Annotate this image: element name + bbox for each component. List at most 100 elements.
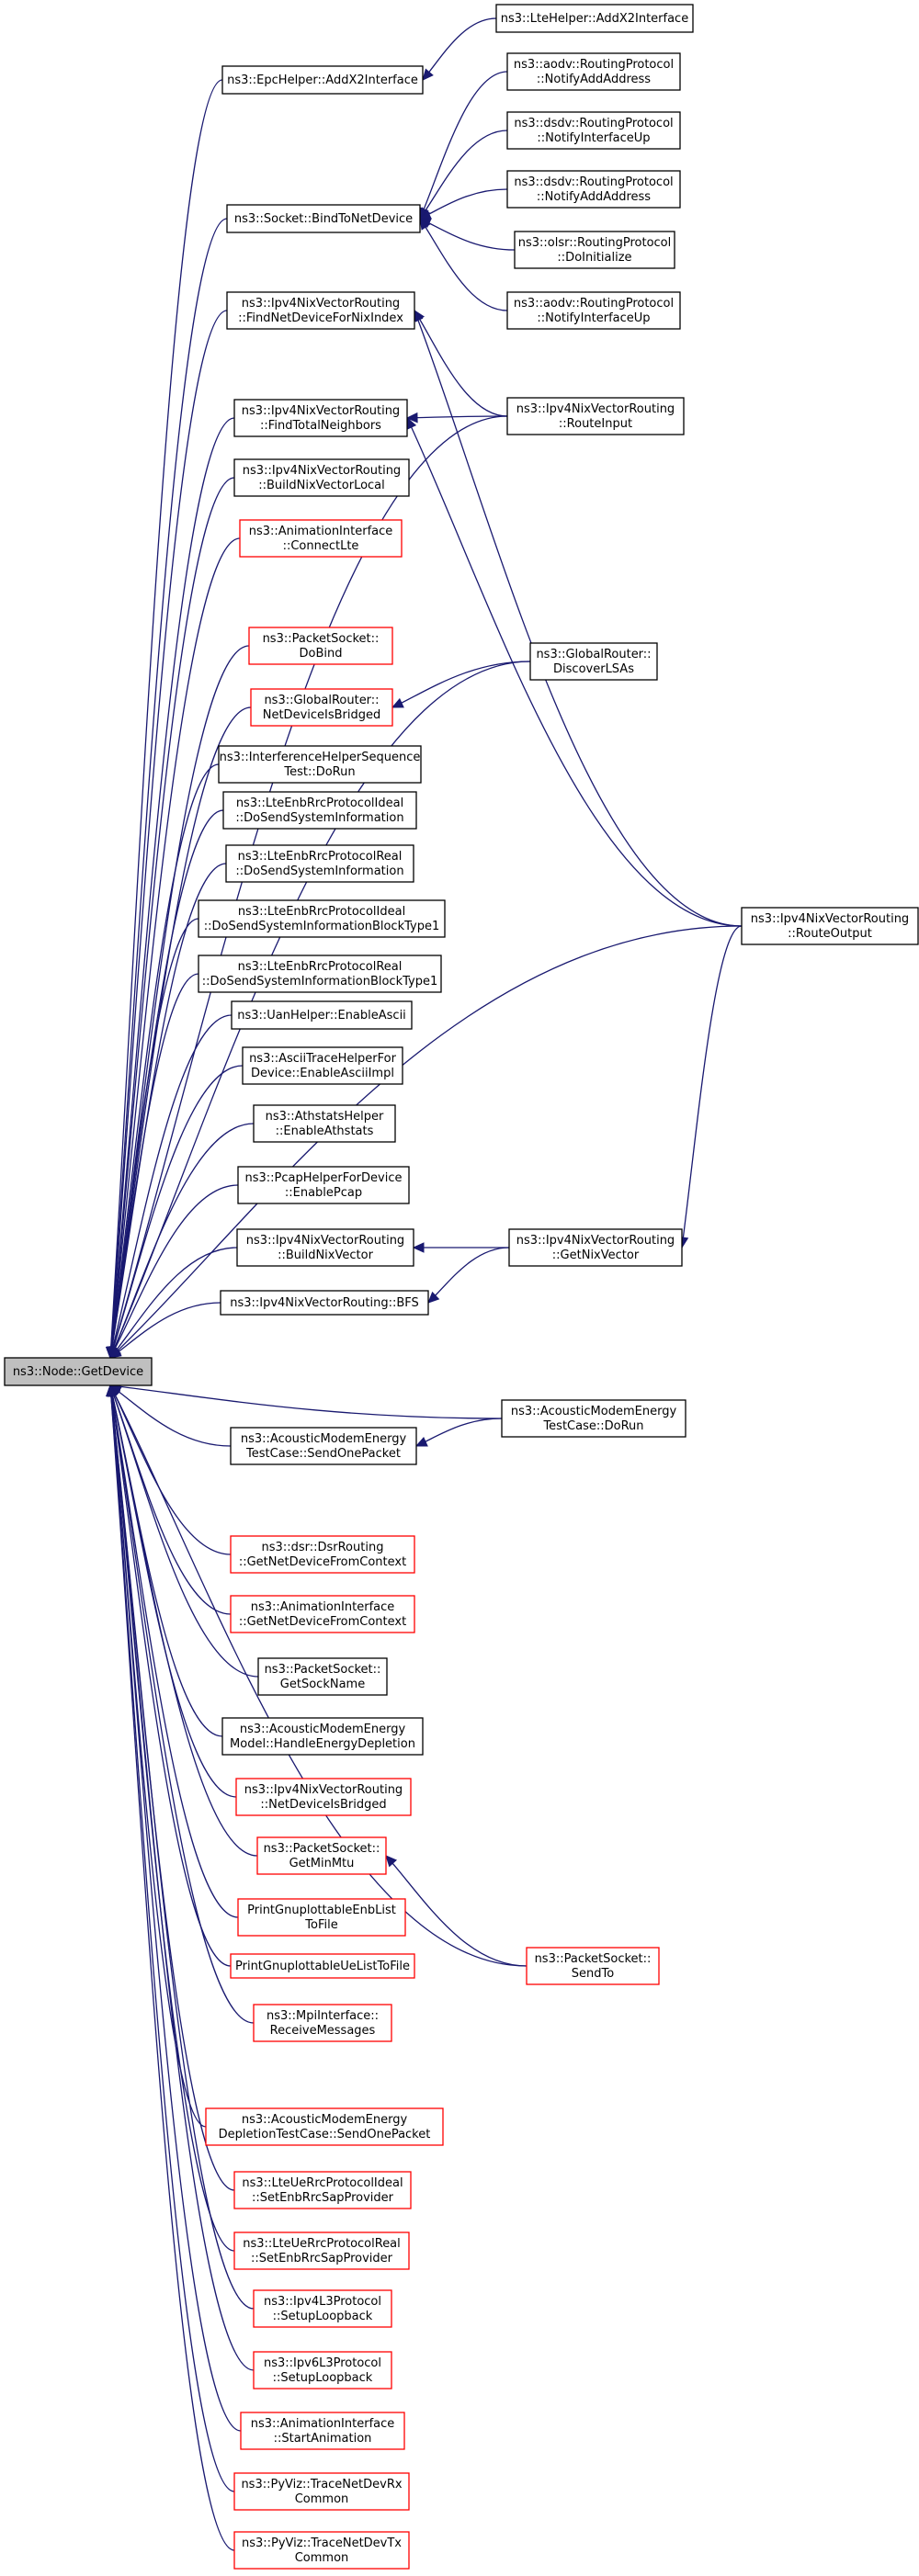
node-box-buildnix[interactable] [236,1228,414,1267]
node-ipv6l3[interactable]: ns3::Ipv6L3Protocol::SetupLoopback [253,2351,392,2390]
node-routeoutput[interactable]: ns3::Ipv4NixVectorRouting::RouteOutput [741,907,919,945]
node-aodv_notifyup[interactable]: ns3::aodv::RoutingProtocol::NotifyInterf… [506,291,681,330]
node-box-energydepletion[interactable] [221,1717,424,1756]
node-buildnix[interactable]: ns3::Ipv4NixVectorRouting::BuildNixVecto… [236,1228,414,1267]
node-box-nix_bridged[interactable] [235,1778,412,1816]
node-box-getdevice[interactable] [4,1357,153,1386]
node-dsdv_notifyadd[interactable]: ns3::dsdv::RoutingProtocol::NotifyAddAdd… [506,170,681,209]
node-sendto[interactable]: ns3::PacketSocket::SendTo [526,1947,660,1985]
node-getdevice[interactable]: ns3::Node::GetDevice [4,1357,153,1386]
node-dsr_getnet[interactable]: ns3::dsr::DsrRouting::GetNetDeviceFromCo… [230,1535,415,1574]
node-uanascii[interactable]: ns3::UanHelper::EnableAscii [231,1000,413,1030]
node-ipv4l3[interactable]: ns3::Ipv4L3Protocol::SetupLoopback [253,2289,392,2328]
node-box-aodv_notifyadd[interactable] [506,52,681,91]
node-getminmtu[interactable]: ns3::PacketSocket::GetMinMtu [256,1836,387,1875]
node-box-acoustic_send[interactable] [230,1427,417,1465]
node-box-routeoutput[interactable] [741,907,919,945]
node-box-epc_addx2[interactable] [221,65,424,95]
node-box-findtotal[interactable] [233,399,408,437]
node-box-interference[interactable] [218,745,422,784]
node-connectlte[interactable]: ns3::AnimationInterface::ConnectLte [239,519,403,558]
node-box-getsockname[interactable] [257,1657,388,1696]
node-ideal_block[interactable]: ns3::LteEnbRrcProtocolIdeal::DoSendSyste… [198,899,446,938]
node-epc_addx2[interactable]: ns3::EpcHelper::AddX2Interface [221,65,424,95]
node-box-asciitrace[interactable] [242,1046,403,1085]
node-anim_getnet[interactable]: ns3::AnimationInterface::GetNetDeviceFro… [230,1595,415,1633]
node-pcaphelper[interactable]: ns3::PcapHelperForDevice::EnablePcap [237,1166,410,1204]
node-box-dsdv_notifyup[interactable] [506,111,681,150]
node-ue_ideal[interactable]: ns3::LteUeRrcProtocolIdeal::SetEnbRrcSap… [233,2171,412,2209]
node-asciitrace[interactable]: ns3::AsciiTraceHelperForDevice::EnableAs… [242,1046,403,1085]
node-box-uanascii[interactable] [231,1000,413,1030]
node-box-anim_getnet[interactable] [230,1595,415,1633]
node-bfs[interactable]: ns3::Ipv4NixVectorRouting::BFS [220,1290,429,1316]
node-bindtonet[interactable]: ns3::Socket::BindToNetDevice [226,204,421,233]
node-box-ideal_dosend[interactable] [222,791,417,830]
node-box-getminmtu[interactable] [256,1836,387,1875]
node-box-athstats[interactable] [253,1104,396,1143]
node-depletion_send[interactable]: ns3::AcousticModemEnergyDepletionTestCas… [205,2107,444,2146]
node-findtotal[interactable]: ns3::Ipv4NixVectorRouting::FindTotalNeig… [233,399,408,437]
node-box-bfs[interactable] [220,1290,429,1316]
node-box-ue_real[interactable] [233,2231,410,2270]
node-box-buildlocal[interactable] [233,458,410,497]
node-box-ipv6l3[interactable] [253,2351,392,2390]
node-lte_addx2[interactable]: ns3::LteHelper::AddX2Interface [495,4,694,33]
node-box-discoverlsas[interactable] [529,642,658,681]
node-box-real_dosend[interactable] [225,844,414,883]
node-box-enblist[interactable] [237,1898,406,1937]
node-box-ideal_block[interactable] [198,899,446,938]
node-box-pyviz_tx[interactable] [233,2531,410,2570]
node-box-routeinput[interactable] [506,397,685,435]
node-box-olsr_doinit[interactable] [514,231,675,269]
node-box-sendto[interactable] [526,1947,660,1985]
node-box-real_block[interactable] [198,955,442,993]
node-box-findnetdev[interactable] [226,291,415,330]
node-dobind[interactable]: ns3::PacketSocket::DoBind [248,627,393,665]
node-box-pyviz_rx[interactable] [233,2472,410,2511]
node-energydepletion[interactable]: ns3::AcousticModemEnergyModel::HandleEne… [221,1717,424,1756]
node-box-pcaphelper[interactable] [237,1166,410,1204]
node-buildlocal[interactable]: ns3::Ipv4NixVectorRouting::BuildNixVecto… [233,458,410,497]
node-routeinput[interactable]: ns3::Ipv4NixVectorRouting::RouteInput [506,397,685,435]
node-startanim[interactable]: ns3::AnimationInterface::StartAnimation [240,2412,405,2450]
node-box-netdevbridged_gr[interactable] [250,688,393,727]
node-ue_real[interactable]: ns3::LteUeRrcProtocolReal::SetEnbRrcSapP… [233,2231,410,2270]
node-box-startanim[interactable] [240,2412,405,2450]
node-olsr_doinit[interactable]: ns3::olsr::RoutingProtocol::DoInitialize [514,231,675,269]
node-box-uelist[interactable] [230,1953,415,1979]
node-box-ue_ideal[interactable] [233,2171,412,2209]
node-box-dobind[interactable] [248,627,393,665]
node-box-dsdv_notifyadd[interactable] [506,170,681,209]
node-box-mpi[interactable] [253,2004,392,2042]
node-real_block[interactable]: ns3::LteEnbRrcProtocolReal::DoSendSystem… [198,955,442,993]
node-box-getnixvector[interactable] [508,1228,683,1267]
node-box-lte_addx2[interactable] [495,4,694,33]
node-box-connectlte[interactable] [239,519,403,558]
node-nix_bridged[interactable]: ns3::Ipv4NixVectorRouting::NetDeviceIsBr… [235,1778,412,1816]
node-box-ipv4l3[interactable] [253,2289,392,2328]
node-getnixvector[interactable]: ns3::Ipv4NixVectorRouting::GetNixVector [508,1228,683,1267]
node-aodv_notifyadd[interactable]: ns3::aodv::RoutingProtocol::NotifyAddAdd… [506,52,681,91]
node-netdevbridged_gr[interactable]: ns3::GlobalRouter::NetDeviceIsBridged [250,688,393,727]
node-mpi[interactable]: ns3::MpiInterface::ReceiveMessages [253,2004,392,2042]
node-box-depletion_send[interactable] [205,2107,444,2146]
node-box-acoustic_run[interactable] [501,1399,686,1438]
node-acoustic_send[interactable]: ns3::AcousticModemEnergyTestCase::SendOn… [230,1427,417,1465]
node-findnetdev[interactable]: ns3::Ipv4NixVectorRouting::FindNetDevice… [226,291,415,330]
node-athstats[interactable]: ns3::AthstatsHelper::EnableAthstats [253,1104,396,1143]
node-dsdv_notifyup[interactable]: ns3::dsdv::RoutingProtocol::NotifyInterf… [506,111,681,150]
node-discoverlsas[interactable]: ns3::GlobalRouter::DiscoverLSAs [529,642,658,681]
node-box-bindtonet[interactable] [226,204,421,233]
node-getsockname[interactable]: ns3::PacketSocket::GetSockName [257,1657,388,1696]
node-box-aodv_notifyup[interactable] [506,291,681,330]
node-interference[interactable]: ns3::InterferenceHelperSequenceTest::DoR… [218,745,422,784]
node-box-dsr_getnet[interactable] [230,1535,415,1574]
node-real_dosend[interactable]: ns3::LteEnbRrcProtocolReal::DoSendSystem… [225,844,414,883]
node-ideal_dosend[interactable]: ns3::LteEnbRrcProtocolIdeal::DoSendSyste… [222,791,417,830]
node-uelist[interactable]: PrintGnuplottableUeListToFile [230,1953,415,1979]
